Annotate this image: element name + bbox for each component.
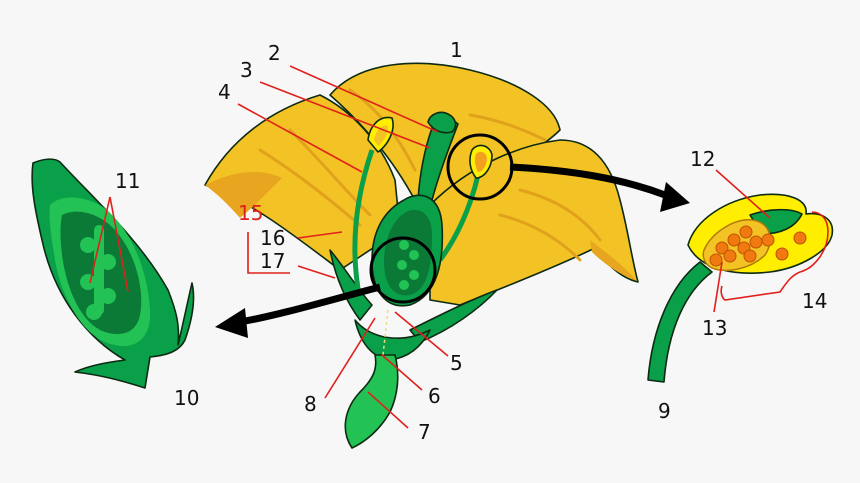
filament-right bbox=[437, 174, 481, 262]
label-7: 7 bbox=[418, 420, 431, 444]
peduncle bbox=[344, 354, 399, 449]
pollen-tube bbox=[382, 309, 389, 356]
label-2: 2 bbox=[268, 41, 281, 65]
receptacle bbox=[354, 319, 431, 361]
arrow-head-right bbox=[660, 182, 690, 212]
arrow-to-anther-detail bbox=[509, 163, 667, 199]
label-11: 11 bbox=[115, 169, 140, 193]
label-14: 14 bbox=[802, 289, 827, 313]
ovary-inner bbox=[384, 209, 432, 296]
filament-left bbox=[352, 149, 375, 301]
zoom-circle-ovary bbox=[369, 236, 437, 304]
label-6: 6 bbox=[428, 384, 441, 408]
label-10: 10 bbox=[174, 386, 199, 410]
label-3: 3 bbox=[240, 58, 253, 82]
ovules bbox=[397, 240, 419, 290]
leader-lines bbox=[89, 65, 771, 429]
stigma bbox=[427, 111, 457, 134]
label-9: 9 bbox=[658, 399, 671, 423]
ovary-detail-ovules bbox=[80, 225, 116, 320]
arrow-head-left bbox=[215, 308, 248, 338]
label-16: 16 bbox=[260, 226, 285, 250]
label-8: 8 bbox=[304, 392, 317, 416]
ovary-detail bbox=[31, 158, 195, 389]
label-15: 15 bbox=[238, 201, 263, 225]
label-4: 4 bbox=[218, 80, 231, 104]
bracket-14 bbox=[720, 211, 829, 301]
pollen-grains bbox=[709, 225, 807, 267]
label-12: 12 bbox=[690, 147, 715, 171]
stamen-detail-filament bbox=[647, 261, 713, 383]
labels: 1 2 3 4 5 6 7 8 9 10 11 12 13 14 15 16 1… bbox=[115, 38, 827, 444]
flower bbox=[204, 62, 639, 449]
petal-right-shade bbox=[590, 240, 636, 280]
label-17: 17 bbox=[260, 249, 285, 273]
petal-left-shade bbox=[205, 171, 282, 218]
label-5: 5 bbox=[450, 351, 463, 375]
label-1: 1 bbox=[450, 38, 463, 62]
stamen-detail bbox=[647, 193, 834, 383]
sepal-right bbox=[409, 289, 498, 343]
arrow-to-ovary-detail bbox=[239, 283, 381, 326]
sepal-left bbox=[329, 249, 373, 321]
label-13: 13 bbox=[702, 316, 727, 340]
petal-right bbox=[429, 139, 639, 306]
anther-right-inner bbox=[474, 151, 487, 172]
